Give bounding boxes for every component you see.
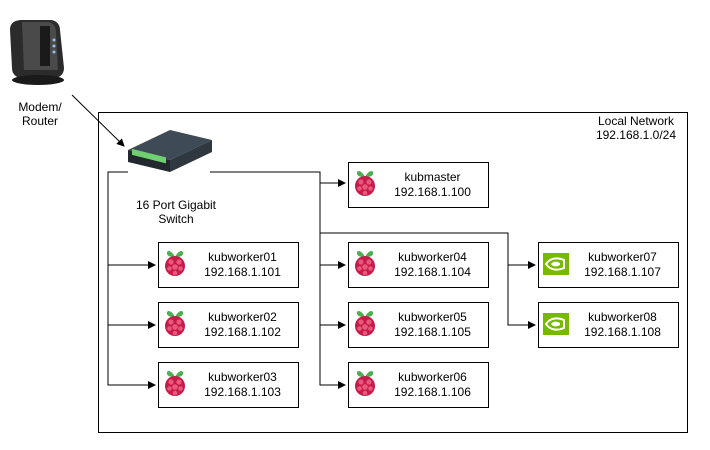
node-ip: 192.168.1.105 xyxy=(394,325,471,339)
raspberry-pi-icon xyxy=(353,169,377,197)
local-network-title: Local Network xyxy=(597,114,675,128)
node-kubworker06: kubworker06 192.168.1.106 xyxy=(348,362,489,408)
raspberry-pi-icon xyxy=(353,249,377,277)
node-kubworker08: kubworker08 192.168.1.108 xyxy=(538,302,679,348)
local-network-subnet: 192.168.1.0/24 xyxy=(595,128,677,142)
node-kubworker04: kubworker04 192.168.1.104 xyxy=(348,242,489,288)
node-ip: 192.168.1.108 xyxy=(584,325,661,339)
node-name: kubmaster xyxy=(404,170,461,184)
node-name: kubworker04 xyxy=(398,250,467,264)
modem-icon xyxy=(10,20,64,85)
raspberry-pi-icon xyxy=(163,309,187,337)
switch-label-line1: 16 Port Gigabit xyxy=(135,198,217,212)
nvidia-icon xyxy=(543,253,569,275)
node-kubworker05: kubworker05 192.168.1.105 xyxy=(348,302,489,348)
switch-label: 16 Port Gigabit Switch xyxy=(116,198,236,226)
raspberry-pi-icon xyxy=(163,249,187,277)
local-network-label: Local Network 192.168.1.0/24 xyxy=(584,114,688,142)
raspberry-pi-icon xyxy=(163,369,187,397)
node-name: kubworker07 xyxy=(588,250,657,264)
raspberry-pi-icon xyxy=(353,369,377,397)
node-name: kubworker05 xyxy=(398,310,467,324)
modem-to-switch-connector xyxy=(71,94,125,147)
node-name: kubworker03 xyxy=(208,370,277,384)
modem-label-line1: Modem/ xyxy=(18,100,62,114)
node-name: kubworker01 xyxy=(208,250,277,264)
node-ip: 192.168.1.101 xyxy=(204,265,281,279)
modem-label-line2: Router xyxy=(21,114,59,128)
node-kubworker01: kubworker01 192.168.1.101 xyxy=(158,242,299,288)
node-ip: 192.168.1.100 xyxy=(394,185,471,199)
node-ip: 192.168.1.104 xyxy=(394,265,471,279)
node-ip: 192.168.1.106 xyxy=(394,385,471,399)
node-name: kubworker08 xyxy=(588,310,657,324)
raspberry-pi-icon xyxy=(353,309,377,337)
node-ip: 192.168.1.107 xyxy=(584,265,661,279)
node-kubmaster: kubmaster 192.168.1.100 xyxy=(348,162,489,208)
node-ip: 192.168.1.103 xyxy=(204,385,281,399)
nvidia-icon xyxy=(543,313,569,335)
switch-label-line2: Switch xyxy=(158,212,194,226)
node-kubworker07: kubworker07 192.168.1.107 xyxy=(538,242,679,288)
network-switch-icon xyxy=(128,130,212,172)
modem-label: Modem/ Router xyxy=(4,100,76,128)
node-kubworker02: kubworker02 192.168.1.102 xyxy=(158,302,299,348)
node-kubworker03: kubworker03 192.168.1.103 xyxy=(158,362,299,408)
connector-lines xyxy=(107,171,536,389)
local-network-boundary xyxy=(98,112,688,433)
node-name: kubworker06 xyxy=(398,370,467,384)
node-ip: 192.168.1.102 xyxy=(204,325,281,339)
node-name: kubworker02 xyxy=(208,310,277,324)
